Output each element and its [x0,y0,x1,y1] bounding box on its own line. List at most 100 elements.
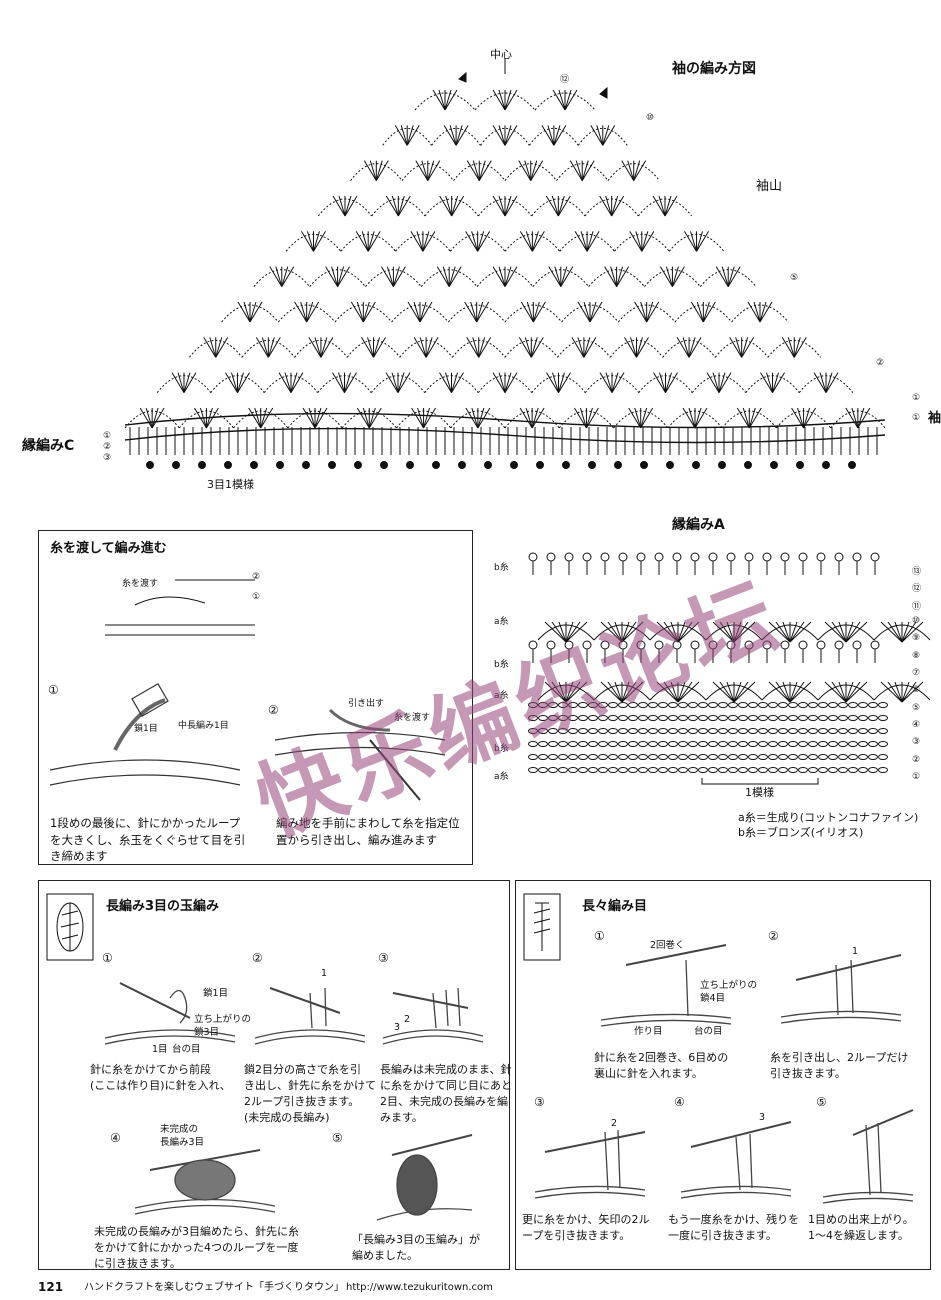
edging-c-row-3: ③ [103,453,112,463]
bobble-symbol-icon [46,893,94,961]
bobble-s1-label-2: 立ち上がりの 鎖3目 [194,1014,252,1038]
panel-bobble [38,880,510,1270]
repeat-label-c: 3目1模様 [207,478,254,491]
sleeve-cap-label: 袖山 [756,179,783,194]
dtr-s5-illustration [822,1109,914,1204]
edging-a-stitch-chart [528,552,931,785]
carry-step2-num: ② [268,703,279,717]
row-label-2: ② [876,358,885,368]
sleeve-chart-title: 袖の編み方図 [672,61,756,77]
dtr-s1-illustration [600,944,732,1027]
edging-a-row-label: ⑧ [912,650,921,661]
bobble-s2-label: 1 [321,968,328,979]
dtr-s1-label-2: 立ち上がりの 鎖4目 [700,980,758,1004]
dtr-s1-label-3: 作り目 [634,1026,663,1037]
yarn-label-b3: b糸 [494,744,509,754]
row-label-1b: ① [912,413,921,423]
bobble-s4-caption: 未完成の長編みが3目編めたら、針先に糸 をかけて針にかかった4つのループを一度 … [94,1225,299,1270]
bobble-s3-caption: 長編みは未完成のまま、針 に糸をかけて同じ目にあと 2目、未完成の長編みを編 み… [380,1063,512,1124]
dtr-s3-illustration [534,1129,646,1199]
sleeve-stitch-chart [124,58,886,469]
bobble-s3-illustration [382,987,484,1045]
edging-a-row-label: ④ [912,720,921,730]
carry-row-1: ① [252,592,261,602]
panel-carry-yarn [38,530,473,865]
dtr-s4-caption: もう一度糸をかけ、残りを 一度に引き抜きます。 [668,1213,800,1242]
bobble-s1-num: ① [102,951,113,965]
bobble-s1-label-4: 台の目 [172,1044,201,1055]
dtr-s3-num: ③ [534,1095,545,1109]
footer-text: ハンドクラフトを楽しむウェブサイト「手づくりタウン」 [84,1282,344,1293]
carry-step2-caption: 編み地を手前にまわして糸を指定位 置から引き出し、編み進みます [276,816,460,847]
edging-c-row-1: ① [103,431,112,441]
yarn-label-a1: a糸 [494,617,509,627]
bobble-s5-caption: 「長編み3目の玉編み」が 編めました。 [352,1233,480,1262]
dtr-s2-caption: 糸を引き出し、2ループだけ 引き抜きます。 [770,1051,909,1080]
footer-url[interactable]: http://www.tezukuritown.com [346,1282,493,1293]
dtr-s1-caption: 針に糸を2回巻き、6目めの 裏山に針を入れます。 [594,1051,729,1080]
edging-a-row-label: ⑪ [912,601,922,612]
page-number: 121 [38,1280,64,1294]
dtr-s4-label: 3 [759,1112,766,1123]
dtr-s2-num: ② [768,929,779,943]
bobble-s2-illustration [254,987,366,1045]
dtr-s5-num: ⑤ [816,1095,827,1109]
bobble-s2-num: ② [252,951,263,965]
row-label-12: ⑫ [560,75,570,85]
dtr-s2-label: 1 [852,946,859,957]
bobble-s4-illustration [134,1149,276,1215]
bobble-s3-label-2: 2 [404,1014,411,1025]
yarn-label-b2: b糸 [494,660,509,670]
dtr-s1-label-4: 台の目 [694,1026,723,1037]
dtr-s3-caption: 更に糸をかけ、矢印の2ル ープを引き抜きます。 [522,1213,650,1242]
carry-step1-label-b: 中長編み1目 [178,721,229,731]
edging-a-row-label: ⑤ [912,702,921,713]
dtr-s3-label: 2 [611,1118,618,1129]
panel-dtr [515,880,931,1270]
row-label-1a: ① [912,393,921,403]
edging-a-row-label: ③ [912,737,921,748]
dtr-s4-num: ④ [674,1095,685,1109]
row-label-10: ⑩ [646,113,655,123]
edging-c-row-2: ② [103,442,112,452]
edging-a-row-label: ⑩ [912,616,921,626]
edging-a-title: 縁編みA [672,517,725,533]
bobble-s4-label: 未完成の 長編み3目 [160,1124,205,1148]
sleeve-side-label: 袖 [928,411,941,426]
bobble-s2-caption: 鎖2目分の高さで糸を引 き出し、針先に糸をかけて 2ループ引き抜きます。 (未完… [244,1063,376,1124]
edging-a-row-label: ⑬ [912,567,922,577]
bobble-s4-num: ④ [110,1131,121,1145]
edging-a-row-label: ⑫ [912,584,922,595]
dtr-s1-label-1: 2回巻く [650,940,685,951]
center-label: 中心 [490,48,512,61]
bobble-s1-label-3: 1目 [152,1044,168,1055]
carry-step1-illustration [49,683,241,786]
bobble-s1-caption: 針に糸をかけてから前段 (ここは作り目)に針を入れ、 [90,1063,231,1092]
panel-dtr-title: 長々編み目 [582,899,648,914]
yarn-label-a2: a糸 [494,691,509,701]
yarn-b-note: b糸＝ブロンズ(イリオス) [738,826,864,839]
bobble-s1-label-1: 鎖1目 [203,988,229,999]
edging-c-label: 縁編みC [22,438,75,454]
yarn-a-note: a糸＝生成り(コットンコナファイン) [738,811,919,824]
yarn-label-a3: a糸 [494,772,509,782]
edging-a-row-label: ⑦ [912,668,921,678]
edging-a-row-label: ② [912,754,921,765]
dtr-symbol-icon [523,893,561,961]
edging-a-row-label: ① [912,772,921,782]
carry-step2-label-b: 糸を渡す [394,713,431,723]
dtr-s4-illustration [680,1121,792,1199]
carry-diagram [105,579,255,636]
yarn-label-b1: b糸 [494,563,509,573]
carry-step2-illustration [274,708,446,801]
panel-carry-title: 糸を渡して編み進む [50,541,167,556]
carry-row-2: ② [252,572,261,582]
carry-step2-label-a: 引き出す [348,699,385,709]
carry-diagram-label: 糸を渡す [122,579,159,589]
carry-step1-num: ① [48,683,59,697]
carry-step1-caption: 1段めの最後に、針にかかったループ を大きくし、糸玉をくぐらせて目を引 き締めま… [50,816,246,864]
dtr-s5-caption: 1目めの出来上がり。 1〜4を繰返します。 [808,1213,914,1242]
panel-bobble-title: 長編み3目の玉編み [106,899,220,914]
dtr-s1-num: ① [594,929,605,943]
bobble-s5-num: ⑤ [332,1131,343,1145]
